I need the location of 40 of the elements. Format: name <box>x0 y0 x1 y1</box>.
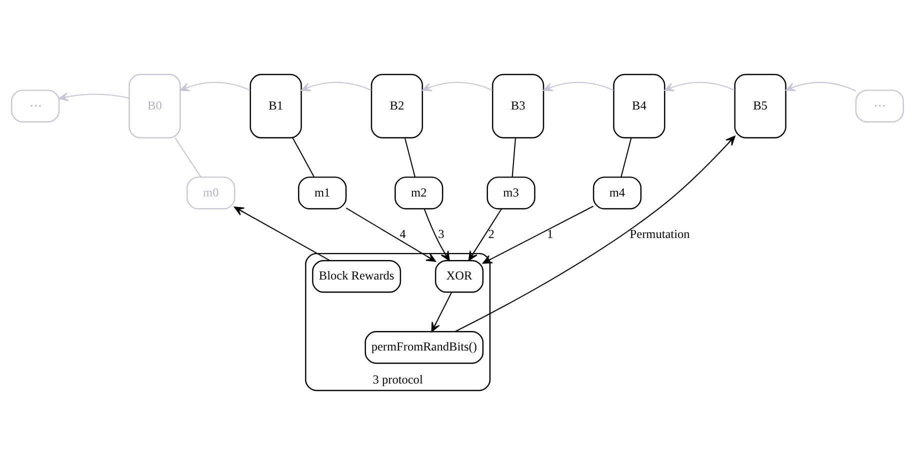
node-box: B1 <box>250 74 302 138</box>
node-box: m4 <box>592 176 642 210</box>
node-box: m0 <box>186 176 236 210</box>
arrow <box>543 82 614 92</box>
node-box: B3 <box>492 74 544 138</box>
arrow <box>468 208 502 261</box>
arrow <box>234 206 330 261</box>
arrow <box>180 82 250 92</box>
node-box: B4 <box>613 74 666 138</box>
connector <box>174 137 202 178</box>
arrow <box>346 208 436 262</box>
node-box: Block Rewards <box>312 260 402 293</box>
arrow <box>300 82 372 92</box>
connector <box>620 138 632 178</box>
node-box: B5 <box>734 74 786 138</box>
arrow <box>455 136 736 332</box>
node-box: B0 <box>128 74 181 138</box>
node-box: ⋯ <box>11 90 60 123</box>
connector <box>512 138 516 178</box>
node-box: ⋯ <box>855 90 904 123</box>
arrow <box>664 82 735 92</box>
edge-label: 1 <box>547 226 554 241</box>
arrow <box>482 206 594 264</box>
edge-label: Permutation <box>630 226 690 241</box>
edge-label: 4 <box>400 226 406 241</box>
node-box: m2 <box>394 176 444 210</box>
arrow <box>58 92 130 102</box>
arrow <box>785 82 856 92</box>
node-box: B2 <box>370 74 423 138</box>
edge-label: 2 <box>488 226 494 241</box>
node-box: m1 <box>298 176 347 210</box>
arrow <box>422 82 492 92</box>
connector <box>404 138 416 178</box>
node-box: XOR <box>434 260 484 293</box>
arrow <box>424 208 450 261</box>
node-box: m3 <box>486 176 536 210</box>
connector <box>292 137 315 178</box>
node-box: permFromRandBits() <box>364 331 484 364</box>
edge-label: 3 <box>438 226 444 241</box>
arrow <box>431 292 452 332</box>
